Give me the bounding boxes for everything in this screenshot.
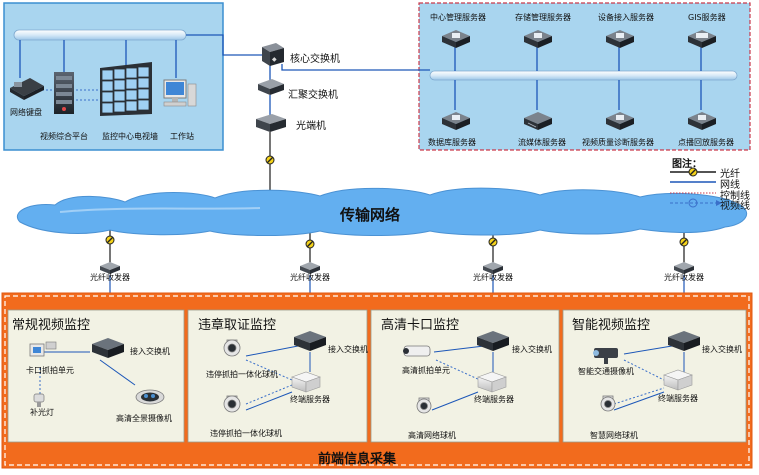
section-box-2 (370, 309, 560, 443)
fill-light-icon (33, 393, 45, 407)
label-device-2-0: 高清抓拍单元 (402, 366, 450, 375)
label-transceiver-1: 光纤收发器 (290, 273, 330, 282)
label-device-1-0: 违停抓拍一体化球机 (206, 370, 278, 379)
checkpoint-capture-unit-icon (29, 341, 57, 357)
label-access-switch-3: 接入交换机 (702, 345, 742, 354)
label-server-bottom-2: 视频质量诊断服务器 (582, 138, 654, 147)
label-network-keyboard: 网络键盘 (10, 108, 42, 117)
label-access-switch-0: 接入交换机 (130, 347, 170, 356)
label-server-bottom-0: 数据库服务器 (428, 138, 476, 147)
label-server-top-1: 存储管理服务器 (515, 13, 571, 22)
section-title-0: 常规视频监控 (12, 318, 91, 333)
label-core-switch: 核心交换机 (290, 54, 340, 65)
transport-network-label: 传输网络 (340, 206, 401, 224)
label-aggregation-switch: 汇聚交换机 (288, 90, 338, 101)
video-wall-icon (100, 62, 152, 116)
label-device-3-1: 终端服务器 (658, 394, 698, 403)
panoramic-camera-icon (135, 389, 165, 405)
section-title-2: 高清卡口监控 (381, 318, 460, 333)
fiber-connector-icons (105, 155, 689, 249)
label-transceiver-0: 光纤收发器 (90, 273, 130, 282)
label-server-top-3: GIS服务器 (688, 13, 726, 22)
aggregation-switch-icon (258, 79, 284, 95)
fiber-terminal-icon (256, 114, 286, 132)
label-video-platform: 视频综合平台 (40, 132, 88, 141)
label-device-0-1: 补光灯 (30, 408, 54, 417)
label-server-bottom-3: 点播回放服务器 (678, 138, 734, 147)
legend-video: 视频线 (720, 201, 750, 212)
label-fiber-terminal: 光端机 (296, 121, 326, 132)
transport-network-cloud (17, 187, 748, 237)
section-box-1 (187, 309, 368, 443)
label-device-3-0: 智能交通摄像机 (578, 367, 634, 376)
label-device-2-2: 高清网络球机 (408, 431, 456, 440)
label-server-top-0: 中心管理服务器 (430, 13, 486, 22)
section-title-1: 违章取证监控 (198, 318, 277, 333)
legend-fiber: 光纤 (720, 169, 740, 180)
label-server-bottom-1: 流媒体服务器 (518, 138, 566, 147)
label-device-1-1: 终端服务器 (290, 395, 330, 404)
frontend-label: 前端信息采集 (318, 452, 397, 467)
svg-text:◆: ◆ (272, 56, 277, 63)
workstation-icon (163, 79, 197, 107)
label-workstation: 工作站 (170, 132, 194, 141)
core-switch-icon: ◆ (262, 43, 284, 66)
dome-camera-icons (223, 339, 616, 414)
section-box-0 (7, 309, 185, 443)
legend-title: 图注： (672, 159, 702, 170)
label-video-wall: 监控中心电视墙 (102, 132, 158, 141)
smart-traffic-camera-icon (593, 348, 618, 364)
legend-network: 网线 (720, 180, 740, 191)
label-device-0-0: 卡口抓拍单元 (26, 366, 74, 375)
monitor-sections (7, 309, 747, 443)
access-switch-icons (92, 331, 700, 358)
label-transceiver-2: 光纤收发器 (473, 273, 513, 282)
label-access-switch-1: 接入交换机 (328, 345, 368, 354)
label-device-2-1: 终端服务器 (474, 395, 514, 404)
label-device-0-2: 高清全景摄像机 (116, 414, 172, 423)
network-keyboard-icon (10, 78, 44, 100)
hd-capture-unit-icon (403, 345, 431, 357)
video-platform-icon (54, 72, 74, 114)
label-transceiver-3: 光纤收发器 (664, 273, 704, 282)
terminal-server-icons (291, 369, 693, 393)
legend-graphics (670, 167, 722, 208)
server-icons (442, 30, 716, 130)
label-device-3-2: 智慧网络球机 (590, 431, 638, 440)
fiber-transceiver-icons (100, 262, 694, 274)
label-device-1-2: 违停抓拍一体化球机 (210, 429, 282, 438)
label-access-switch-2: 接入交换机 (512, 345, 552, 354)
legend-control: 控制线 (720, 191, 750, 202)
label-server-top-2: 设备接入服务器 (598, 13, 654, 22)
section-box-3 (562, 309, 747, 443)
section-title-3: 智能视频监控 (572, 318, 651, 333)
